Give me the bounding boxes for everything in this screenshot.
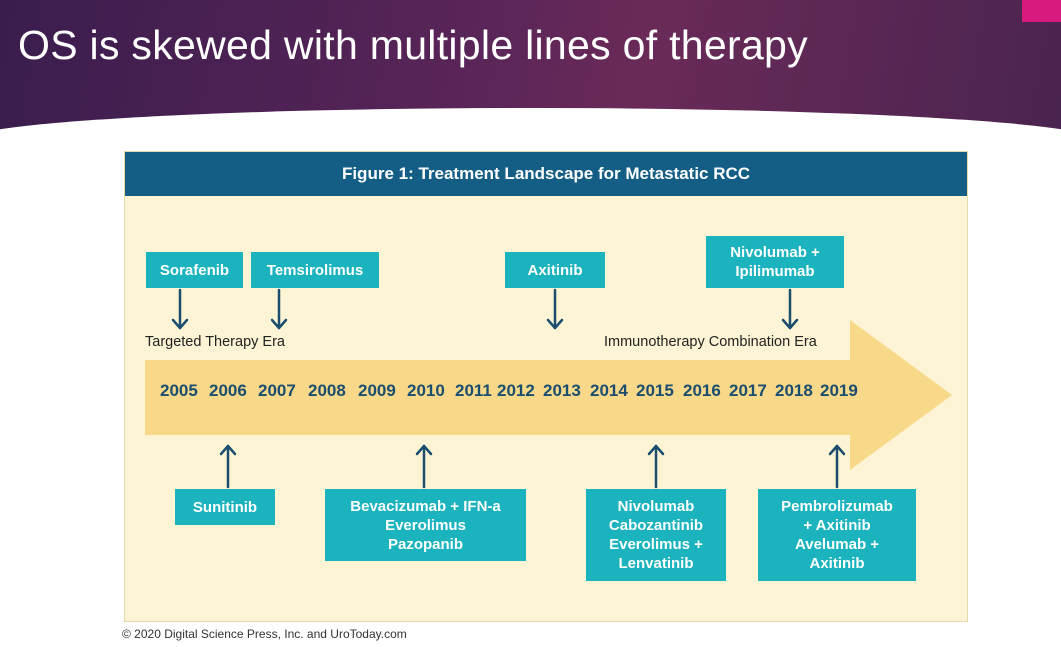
drug-box-label: Pembrolizumab + Axitinib Avelumab + Axit… [781, 498, 893, 572]
era-label-immunotherapy: Immunotherapy Combination Era [604, 334, 817, 350]
slide-title: OS is skewed with multiple lines of ther… [18, 22, 808, 68]
year-label: 2009 [358, 381, 396, 400]
year-label: 2019 [820, 381, 858, 400]
year-label: 2010 [407, 381, 445, 400]
drug-box-label: Axitinib [527, 261, 583, 279]
down-arrow-icon [546, 288, 564, 330]
timeline-arrow-shape [145, 320, 952, 470]
drug-box-temsirolimus: Temsirolimus [251, 252, 379, 288]
drug-box-label: Temsirolimus [266, 261, 364, 279]
drug-box-axitinib: Axitinib [505, 252, 605, 288]
up-arrow-icon [828, 444, 846, 489]
year-label: 2018 [775, 381, 813, 400]
era-label-targeted: Targeted Therapy Era [145, 334, 285, 350]
year-label: 2017 [729, 381, 767, 400]
drug-box-sorafenib: Sorafenib [146, 252, 243, 288]
drug-box-label: Nivolumab Cabozantinib Everolimus + Lenv… [608, 498, 704, 572]
year-label: 2012 [497, 381, 535, 400]
year-label: 2006 [209, 381, 247, 400]
drug-box-label: Sorafenib [159, 261, 230, 279]
up-arrow-icon [647, 444, 665, 489]
down-arrow-icon [171, 288, 189, 330]
year-label: 2011 [455, 381, 492, 400]
drug-box-pembrolizumab-group: Pembrolizumab + Axitinib Avelumab + Axit… [758, 489, 916, 581]
year-label: 2013 [543, 381, 581, 400]
drug-box-label: Nivolumab + Ipilimumab [730, 244, 820, 280]
accent-bar [1022, 0, 1061, 22]
copyright-note: © 2020 Digital Science Press, Inc. and U… [122, 627, 407, 641]
figure-title: Figure 1: Treatment Landscape for Metast… [125, 152, 967, 196]
drug-box-nivolumab-ipilimumab: Nivolumab + Ipilimumab [706, 236, 844, 288]
year-label: 2008 [308, 381, 346, 400]
drug-box-label: Sunitinib [192, 498, 258, 516]
down-arrow-icon [270, 288, 288, 330]
year-label: 2015 [636, 381, 674, 400]
drug-box-label: Bevacizumab + IFN-a Everolimus Pazopanib [350, 497, 501, 553]
year-label: 2007 [258, 381, 296, 400]
down-arrow-icon [781, 288, 799, 330]
year-label: 2014 [590, 381, 628, 400]
year-label: 2016 [683, 381, 721, 400]
up-arrow-icon [415, 444, 433, 489]
drug-box-nivolumab-group: Nivolumab Cabozantinib Everolimus + Lenv… [586, 489, 726, 581]
year-label: 2005 [160, 381, 198, 400]
drug-box-bevacizumab-group: Bevacizumab + IFN-a Everolimus Pazopanib [325, 489, 526, 561]
up-arrow-icon [219, 444, 237, 489]
drug-box-sunitinib: Sunitinib [175, 489, 275, 525]
